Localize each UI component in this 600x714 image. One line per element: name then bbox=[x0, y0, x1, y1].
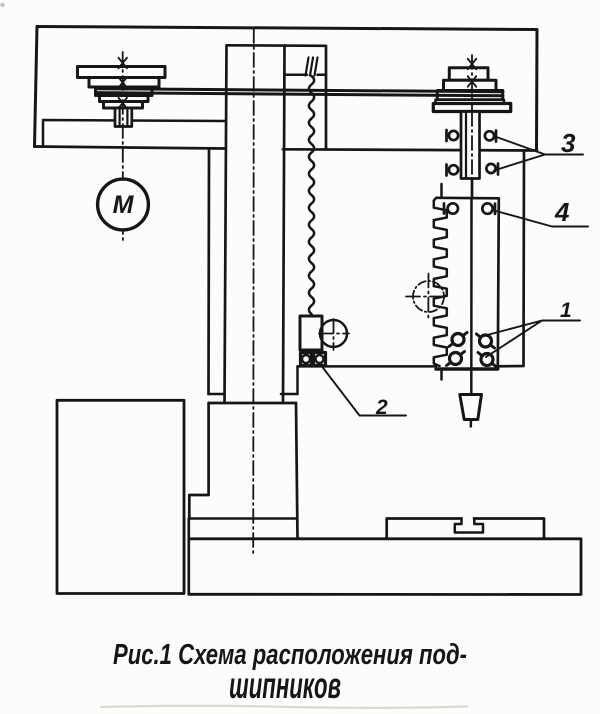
svg-text:3: 3 bbox=[561, 128, 576, 158]
svg-text:шипников: шипников bbox=[229, 665, 341, 706]
svg-text:2: 2 bbox=[375, 396, 388, 419]
svg-text:Рис.1 Схема расположения по: Рис.1 Схема расположения под- bbox=[113, 639, 467, 671]
svg-text:4: 4 bbox=[554, 197, 570, 227]
svg-text:M: M bbox=[113, 191, 135, 219]
svg-text:1: 1 bbox=[560, 299, 572, 322]
